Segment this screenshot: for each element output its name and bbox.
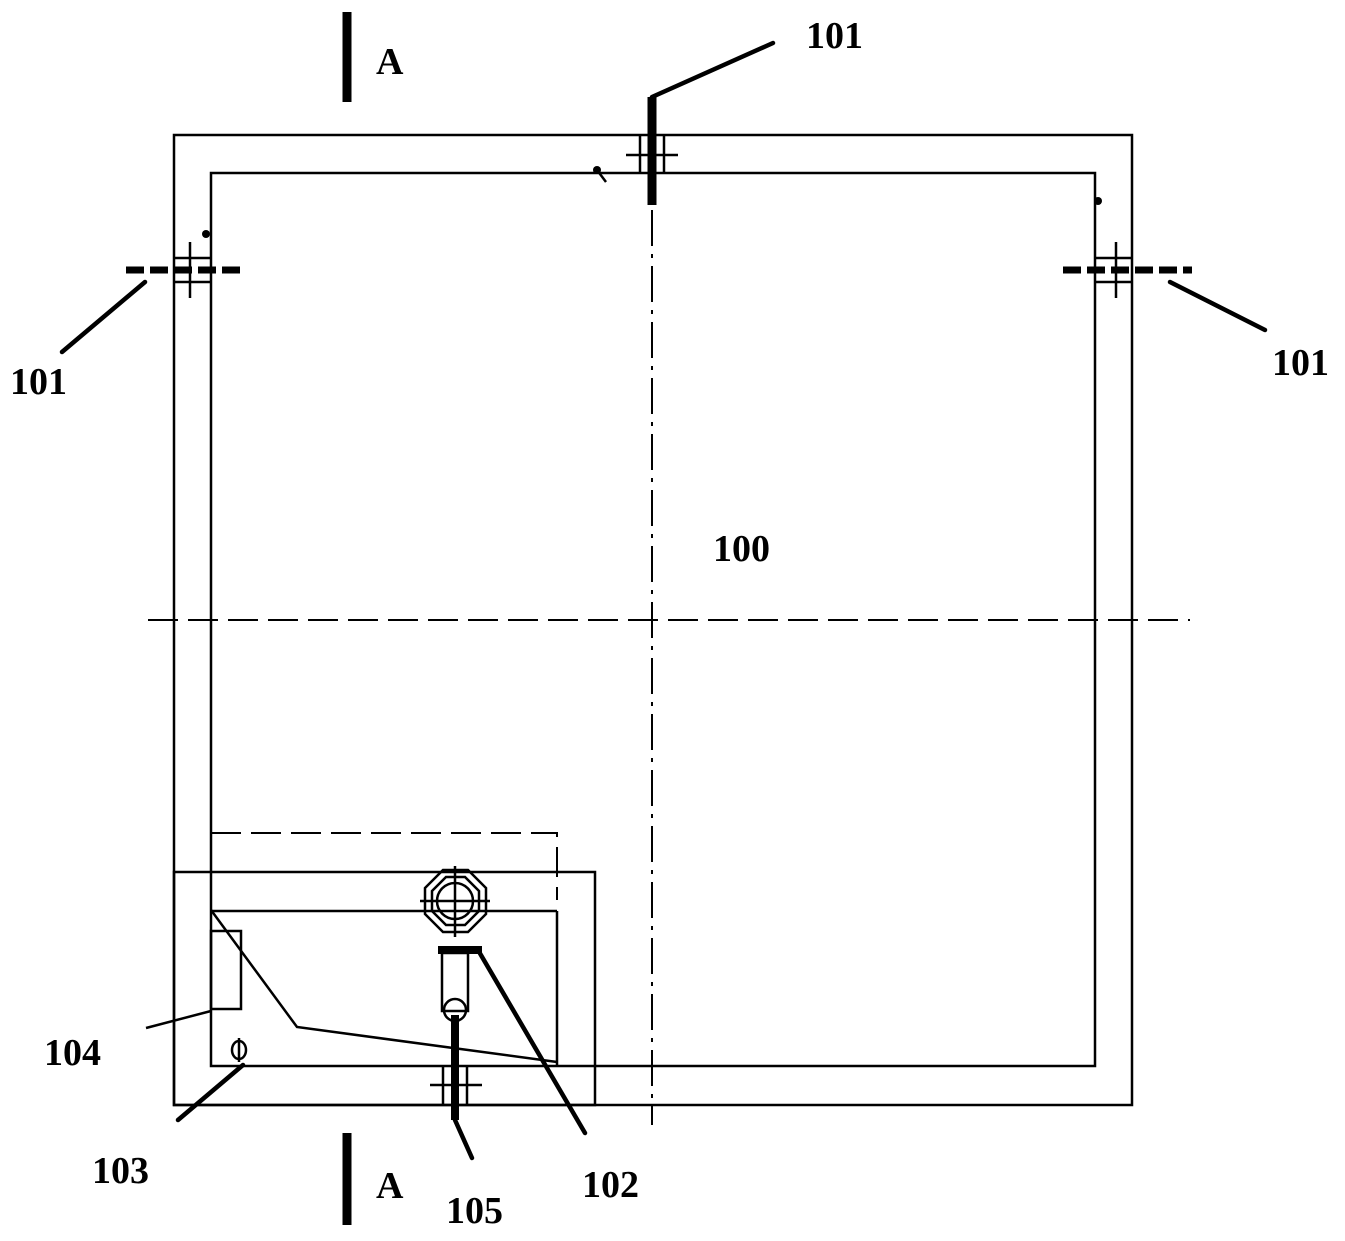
section-marker-bottom: A: [342, 1133, 404, 1225]
label-100: 100: [713, 528, 770, 570]
label-105: 105: [446, 1190, 503, 1232]
label-101-right: 101: [1272, 342, 1329, 384]
label-102: 102: [582, 1164, 639, 1206]
label-103: 103: [92, 1150, 149, 1192]
lug-top: [593, 40, 776, 205]
lug-left: [59, 230, 242, 355]
label-101-top: 101: [806, 15, 863, 57]
label-104: 104: [44, 1032, 101, 1074]
lower-assembly: [172, 832, 597, 1107]
part-104: [145, 929, 243, 1030]
section-label-top: A: [376, 41, 404, 83]
section-marker-top: A: [342, 12, 404, 102]
section-label-bottom: A: [376, 1165, 404, 1207]
label-101-left: 101: [10, 361, 67, 403]
part-103: [175, 1038, 248, 1123]
part-102: [420, 866, 588, 1136]
lug-right: [1063, 197, 1268, 333]
part-105: [430, 1015, 482, 1161]
